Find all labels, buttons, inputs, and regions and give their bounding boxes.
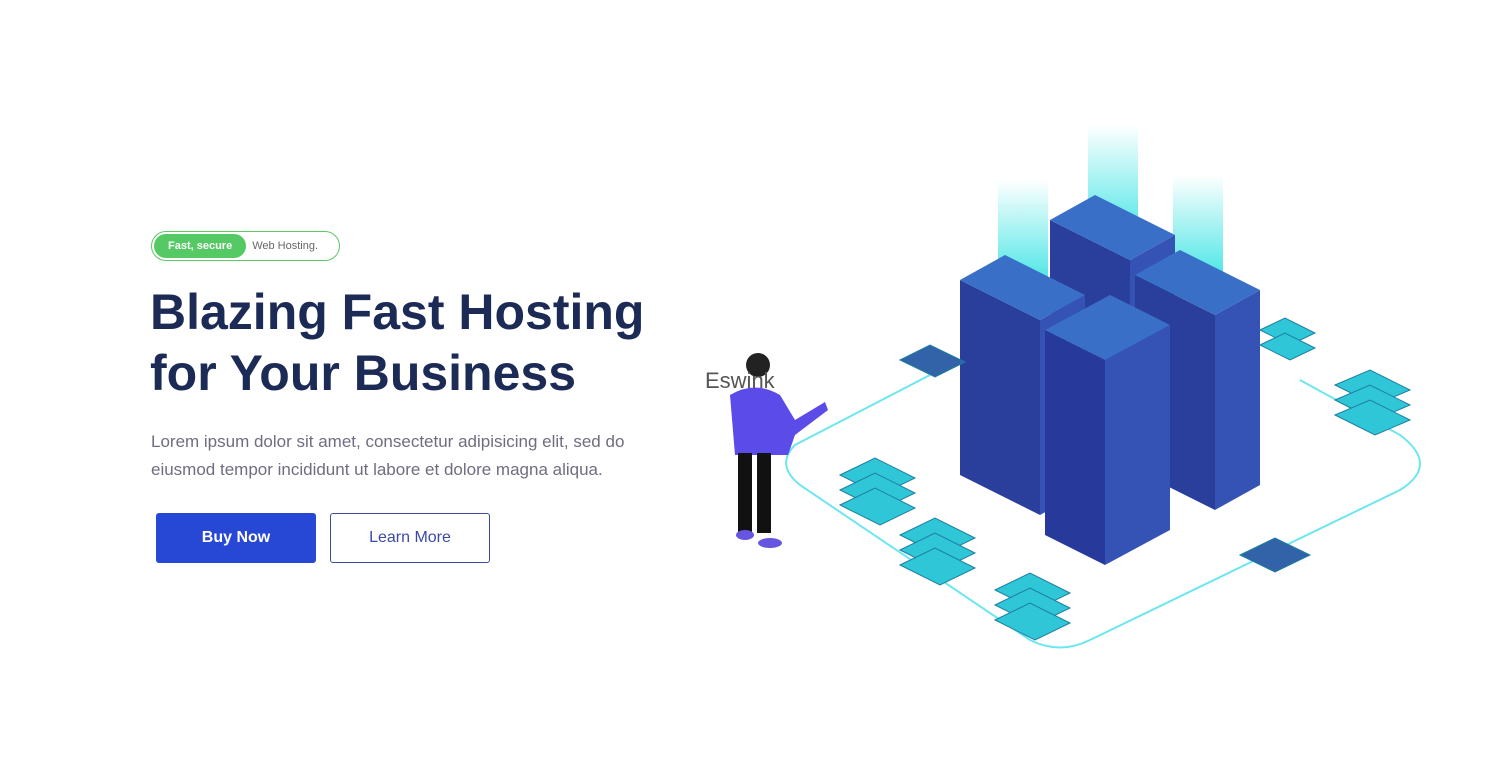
title-line-2: for Your Business [150,345,577,401]
badge-highlight: Fast, secure [154,234,247,258]
person-figure [730,353,828,548]
hero-description: Lorem ipsum dolor sit amet, consectetur … [151,432,625,479]
hero-badge: Fast, secure Web Hosting. [151,231,340,261]
illustration-alt-text: Eswink [705,368,775,393]
server-tower [960,195,1260,565]
storage-stacks [838,317,1412,641]
badge-text: Web Hosting. [252,240,319,252]
server-illustration [730,125,1421,649]
buy-now-button[interactable]: Buy Now [156,513,316,563]
network-line [785,374,1421,649]
title-line-1: Blazing Fast Hosting [150,284,645,340]
learn-more-button[interactable]: Learn More [330,513,490,563]
